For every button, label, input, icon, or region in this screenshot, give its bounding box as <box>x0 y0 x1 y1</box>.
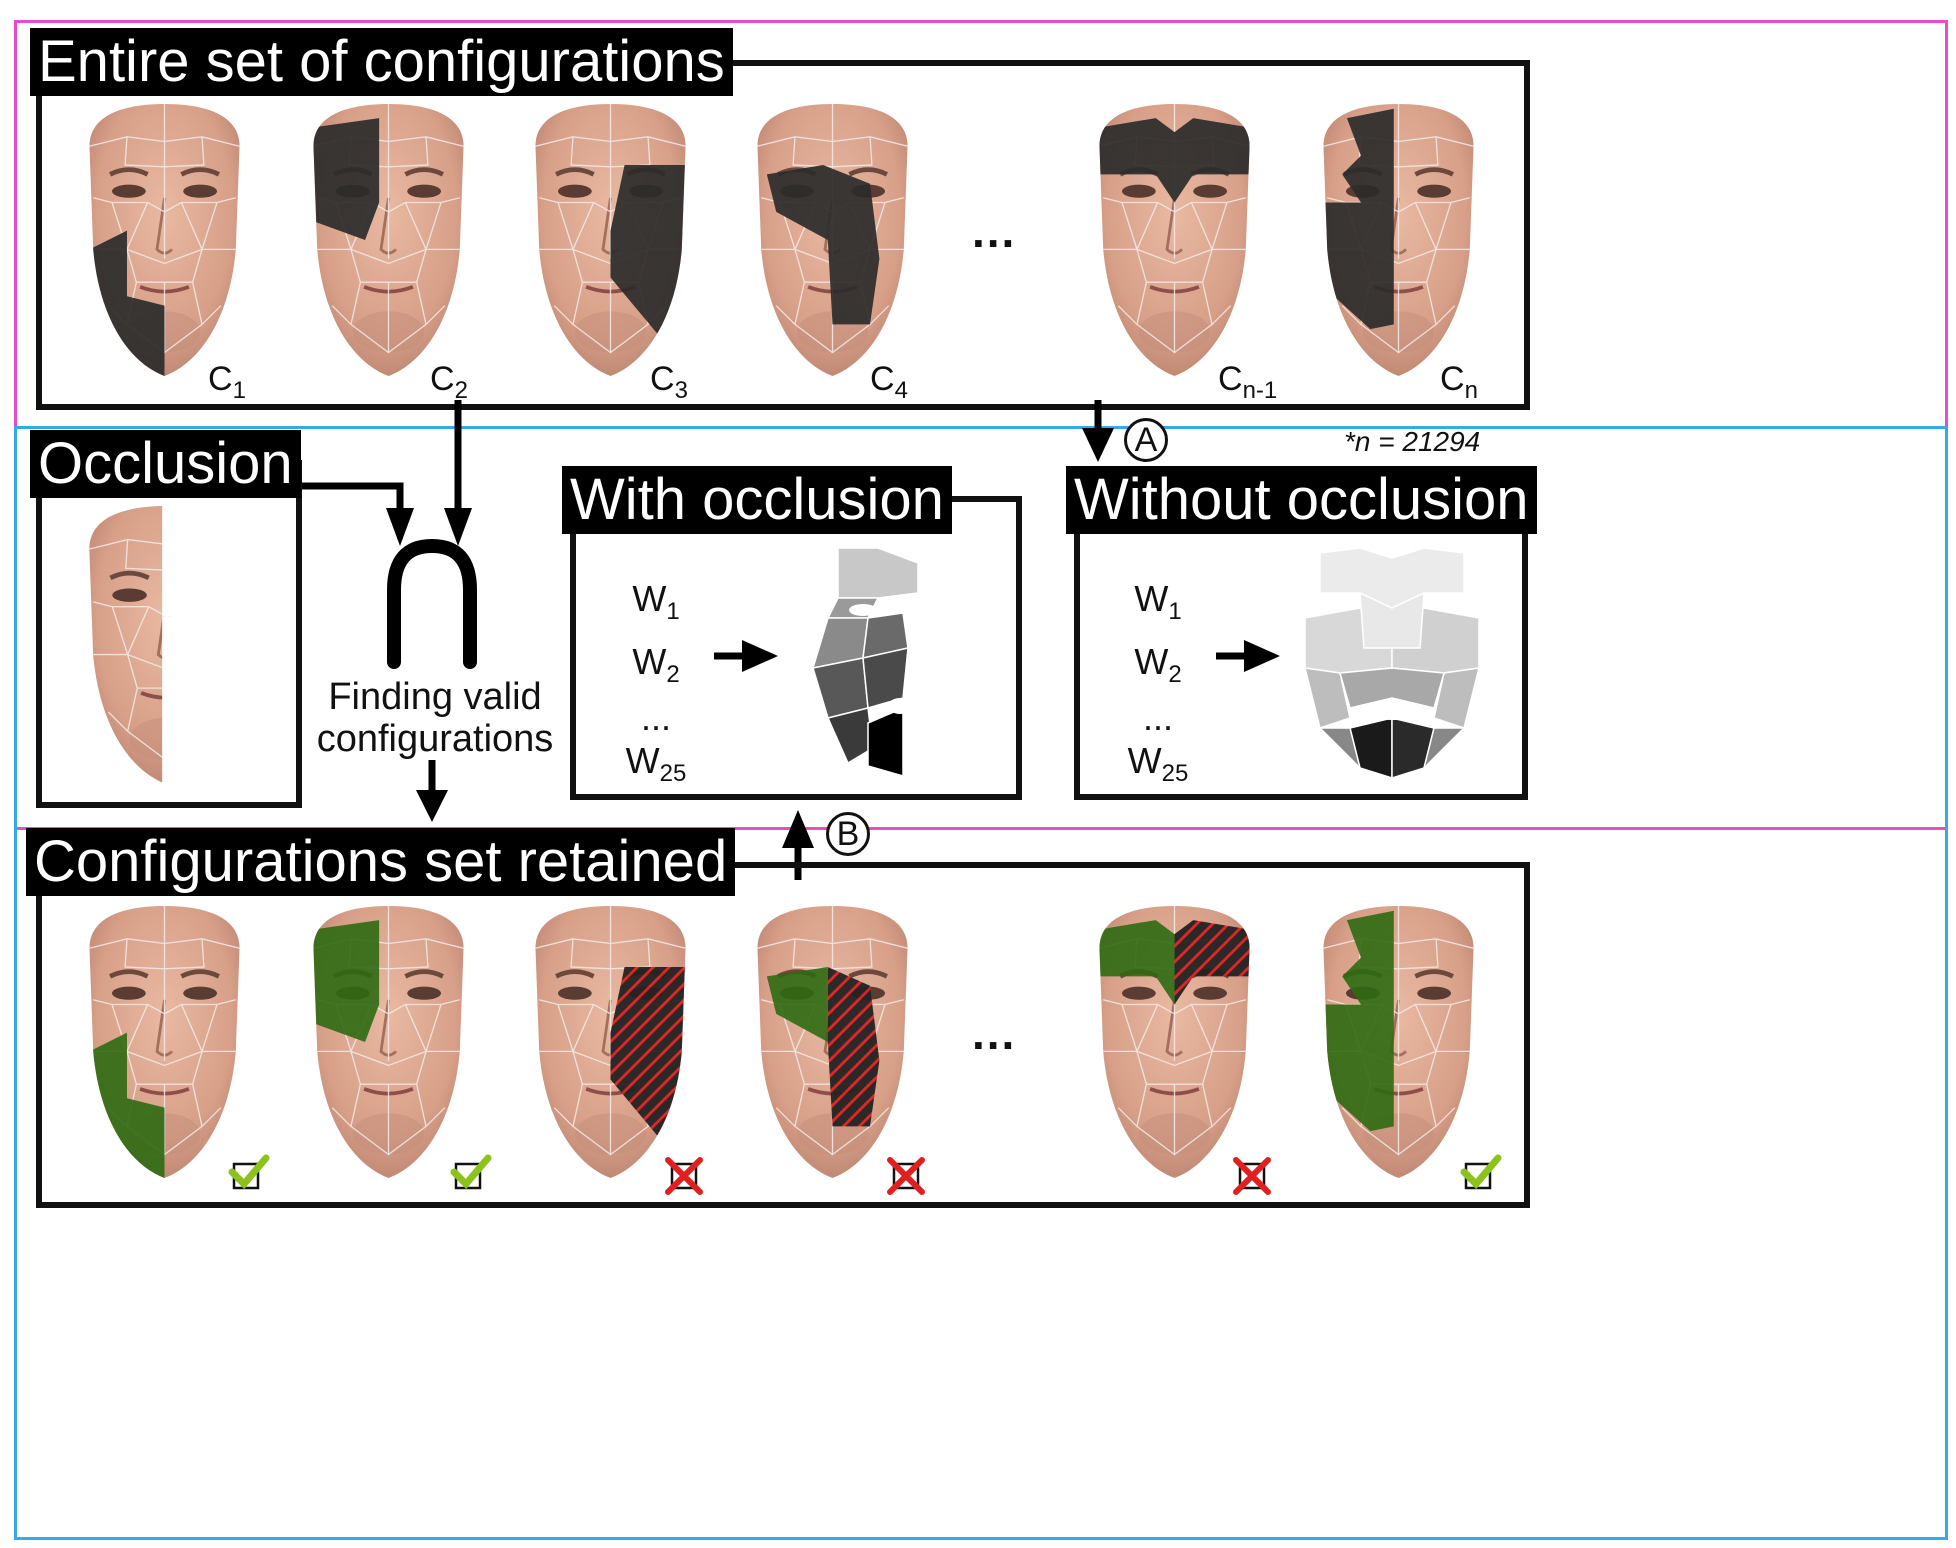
config-count-note: *n = 21294 <box>1344 426 1481 457</box>
face-c3 <box>508 104 713 376</box>
configurations-box <box>36 60 1530 410</box>
label-c2: C2 <box>430 360 468 404</box>
pink-region <box>14 20 1948 830</box>
retained-face-1 <box>62 906 267 1178</box>
retained-face-6 <box>1296 906 1501 1178</box>
face-c2 <box>286 104 491 376</box>
face-cn <box>1296 104 1501 376</box>
label-c4: C4 <box>870 360 908 404</box>
badge-b: B <box>826 812 870 856</box>
retained-face-2 <box>286 906 491 1178</box>
occluded-face-image <box>66 501 272 789</box>
with-occlusion-title: With occlusion <box>562 466 952 534</box>
retained-face-4 <box>730 906 935 1178</box>
blue-region <box>14 426 1948 1540</box>
label-cn-1: Cn-1 <box>1218 360 1278 404</box>
retained-face-5 <box>1072 906 1277 1178</box>
label-c3: C3 <box>650 360 688 404</box>
retained-box <box>36 862 1530 1208</box>
label-c1: C1 <box>208 360 246 404</box>
top-ellipsis: ... <box>972 205 1017 257</box>
label-cn: Cn <box>1440 360 1478 404</box>
badge-a: A <box>1124 418 1168 462</box>
without-occlusion-title: Without occlusion <box>1066 466 1537 534</box>
intersection-caption: Finding valid configurations <box>316 676 554 760</box>
retained-face-3 <box>508 906 713 1178</box>
bottom-ellipsis: ... <box>972 1007 1017 1059</box>
with-occlusion-weight-map <box>808 547 928 777</box>
with-occlusion-weights: W1 W2 ... W25 <box>625 578 687 788</box>
configurations-title: Entire set of configurations <box>30 28 733 96</box>
retained-title: Configurations set retained <box>26 828 736 896</box>
face-c4 <box>730 104 935 376</box>
face-cn-1 <box>1072 104 1277 376</box>
face-c1 <box>62 104 267 376</box>
without-occlusion-weight-map <box>1300 547 1484 780</box>
without-occlusion-weights: W1 W2 ... W25 <box>1127 578 1189 788</box>
occlusion-title: Occlusion <box>30 430 301 498</box>
